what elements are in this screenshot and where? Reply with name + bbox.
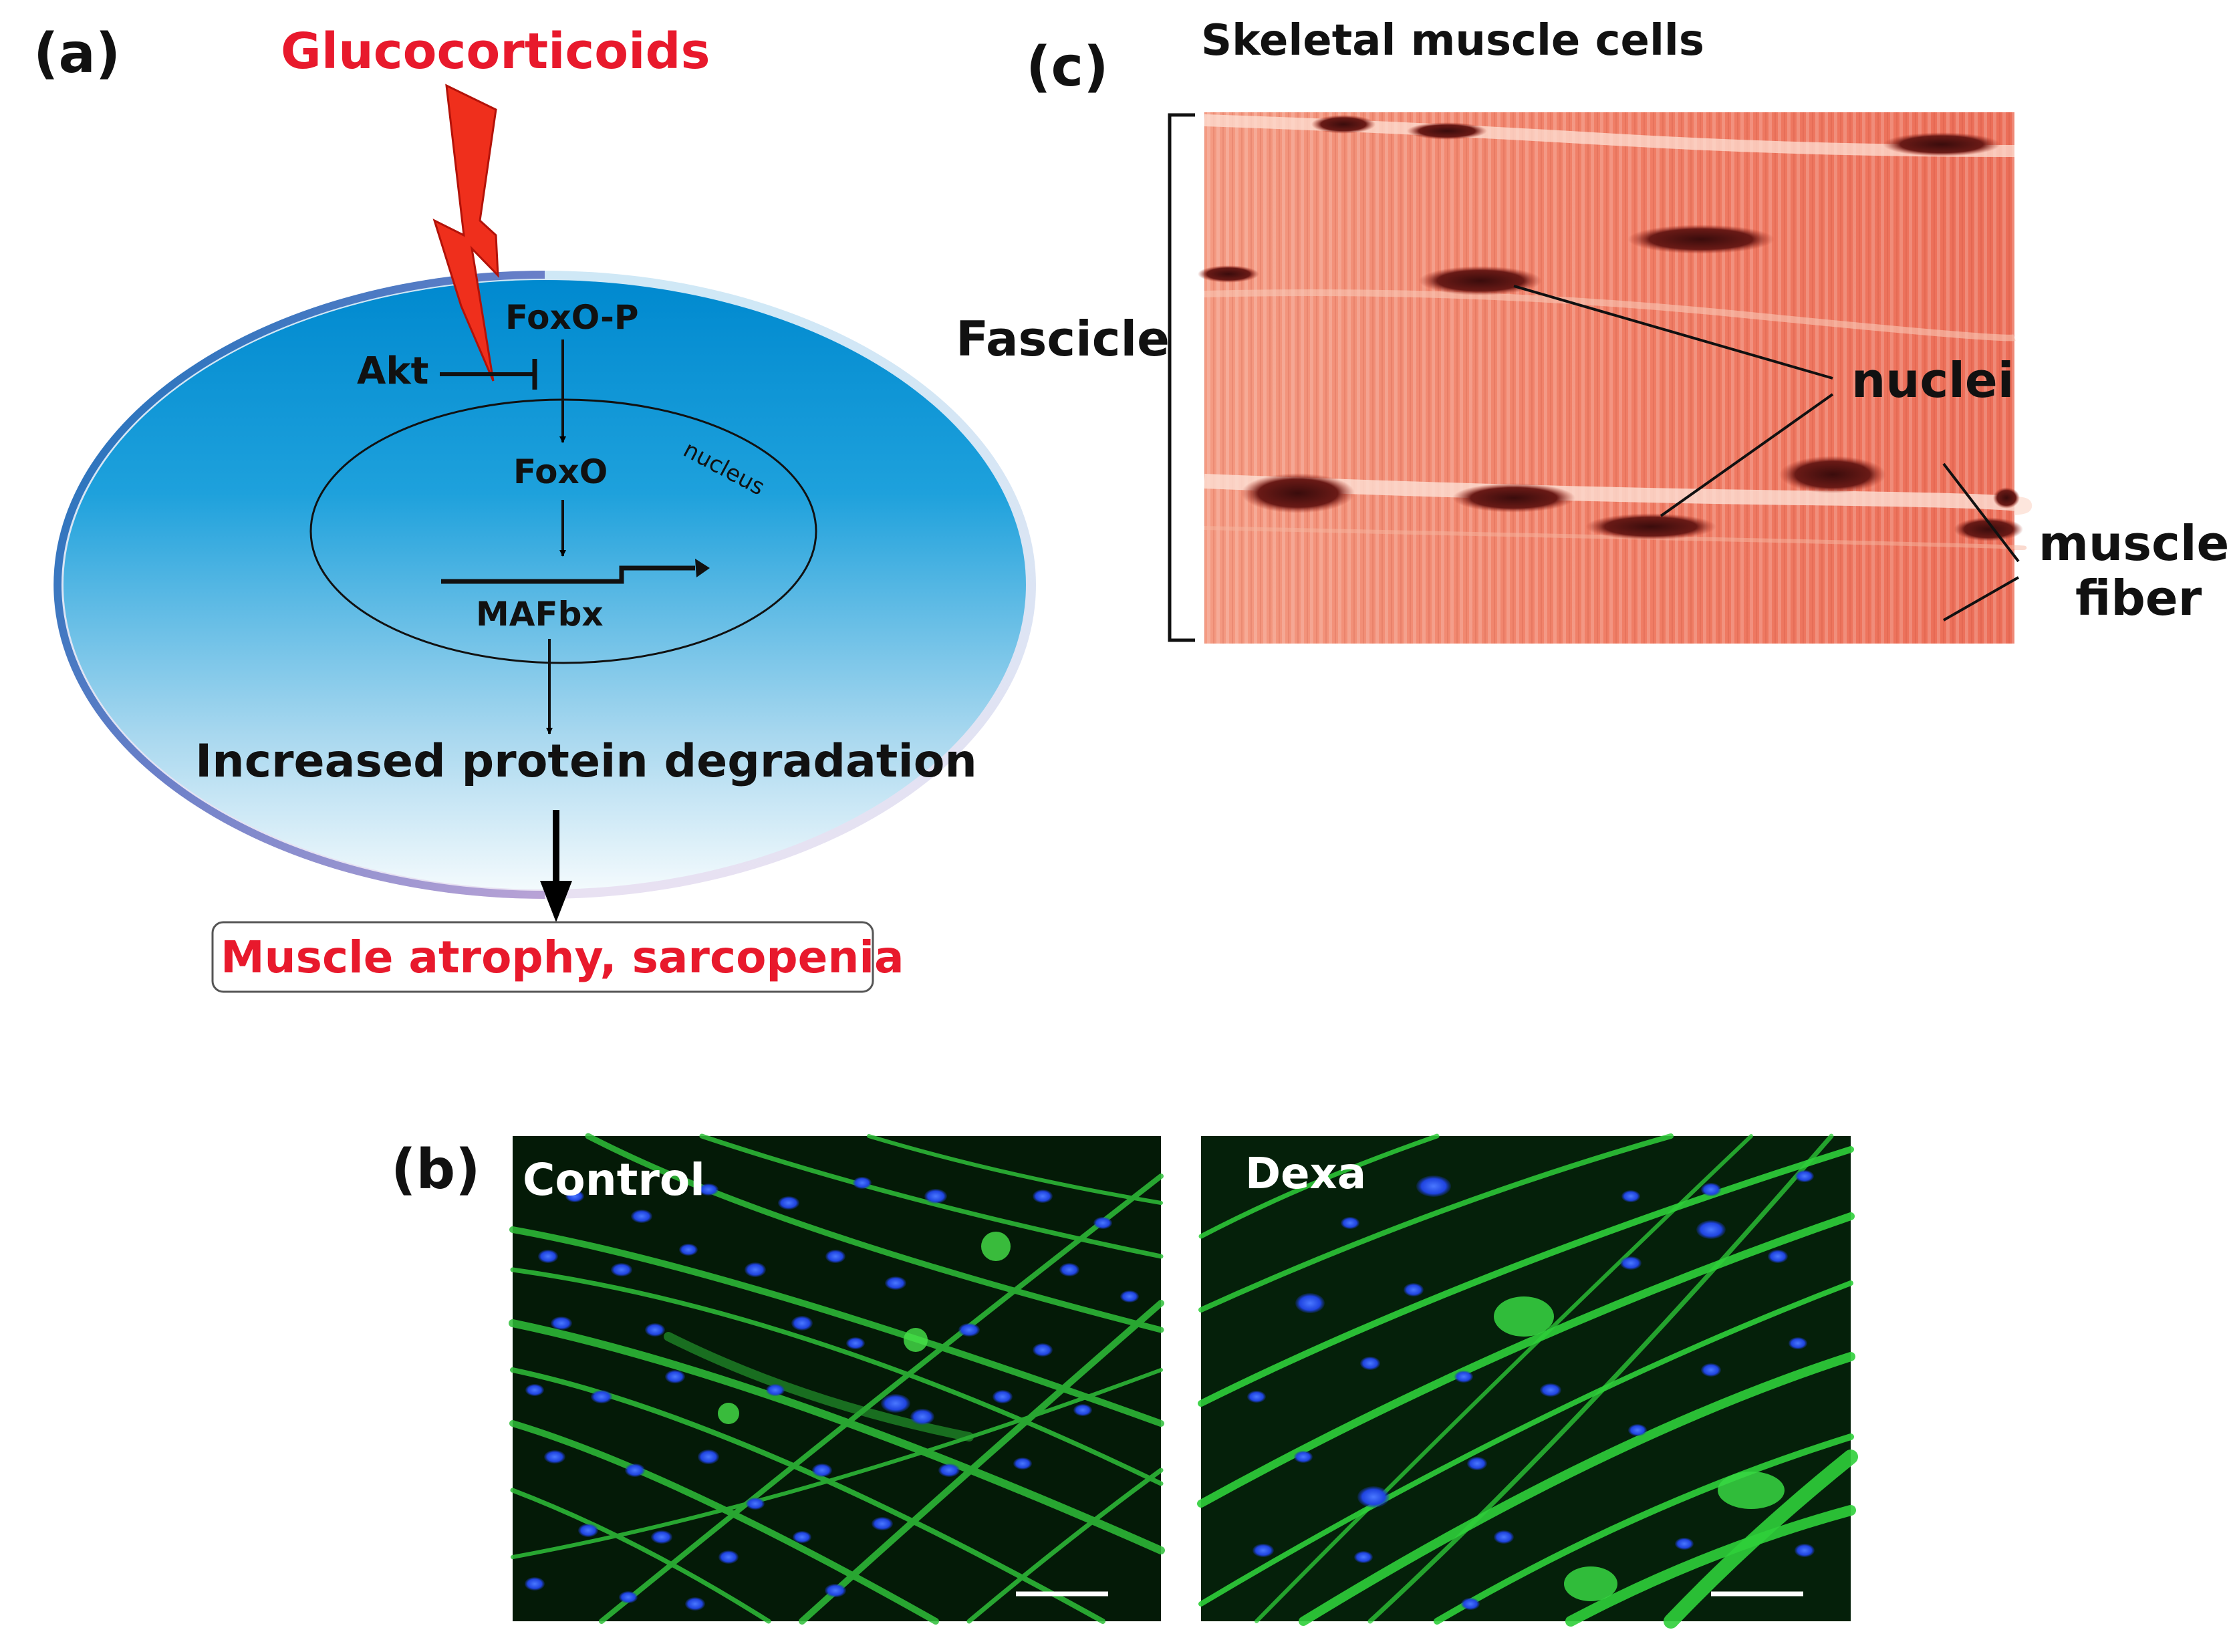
- glucocorticoids-label: Glucocorticoids: [281, 23, 710, 80]
- nuclei-label: nuclei: [1851, 352, 2014, 408]
- muscle-fiber-label-line1: muscle: [2039, 515, 2229, 571]
- fascicle-bracket: [1168, 113, 1195, 642]
- panel-b-label: (b): [391, 1138, 481, 1202]
- glucocorticoid-bolt-icon: [432, 84, 499, 382]
- panel-a-label: (a): [33, 22, 120, 86]
- panel-b: (b): [391, 1133, 1858, 1629]
- muscle-fiber-label-line2: fiber: [2075, 570, 2202, 626]
- transcription-arrowhead-icon: [695, 559, 710, 577]
- control-micrograph: Control: [509, 1133, 1165, 1625]
- dexa-micrograph: Dexa: [1197, 1133, 1858, 1629]
- fiber-pointer-upper: [1942, 462, 2020, 563]
- akt-label: Akt: [357, 350, 428, 393]
- nuclei-pointer-upper: [1513, 285, 1833, 380]
- panel-c-title: Skeletal muscle cells: [1201, 16, 1704, 65]
- nuclei-pointer-lower: [1660, 393, 1834, 517]
- mafbx-gene-promoter-icon: [441, 565, 695, 584]
- foxo-label: FoxO: [513, 452, 608, 491]
- panel-c: (c) Skeletal muscle cells Fascicle: [956, 16, 2229, 644]
- control-label: Control: [523, 1154, 705, 1206]
- mafbx-label: MAFbx: [476, 595, 604, 634]
- cell-body: [63, 280, 1026, 889]
- panel-c-label: (c): [1026, 35, 1109, 99]
- fascicle-label: Fascicle: [956, 311, 1170, 367]
- panel-a: (a) nucleus Glucocorticoids FoxO-P Akt F…: [33, 22, 1036, 993]
- outcome-box: [211, 921, 874, 993]
- muscle-histology-image: [1198, 112, 2032, 644]
- degradation-label: Increased protein degradation: [195, 735, 977, 788]
- foxo-p-label: FoxO-P: [505, 298, 639, 337]
- outcome-label: Muscle atrophy, sarcopenia: [221, 932, 904, 983]
- big-arrowhead-icon: [540, 881, 572, 922]
- dexa-label: Dexa: [1245, 1149, 1366, 1199]
- fiber-pointer-lower: [1943, 576, 2019, 622]
